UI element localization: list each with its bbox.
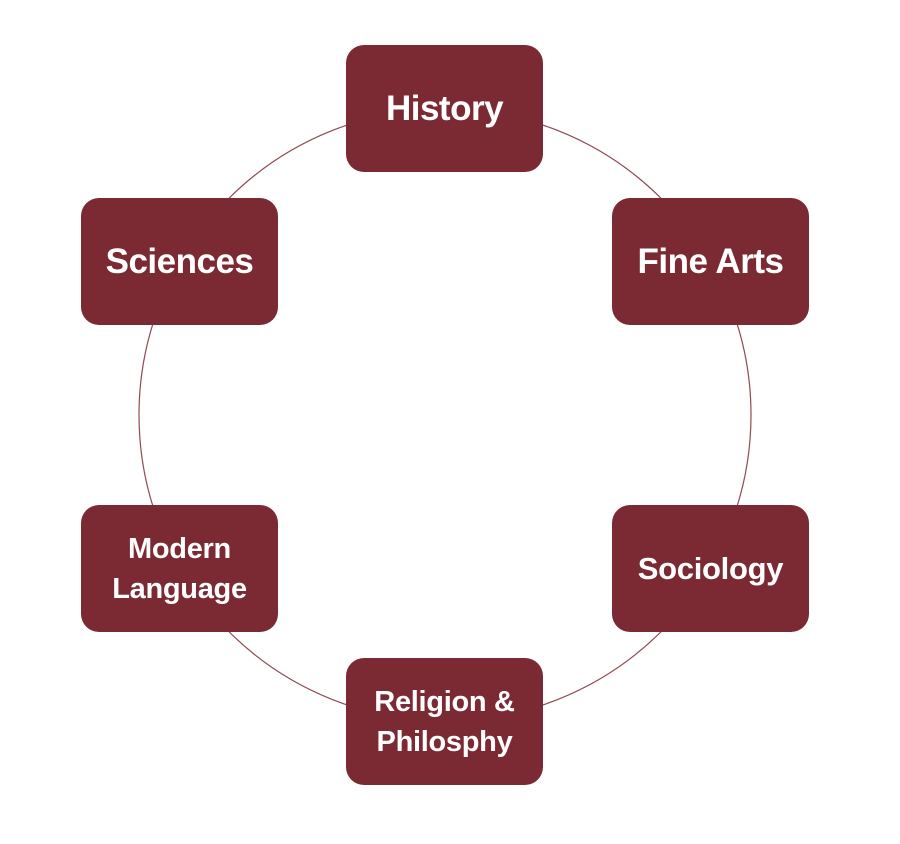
node-label: Fine Arts <box>637 241 784 281</box>
node-fine-arts: Fine Arts <box>612 198 809 325</box>
node-religion-philosophy: Religion & Philosphy <box>346 658 543 785</box>
node-label-line-2: Language <box>112 572 247 605</box>
node-label: Sociology <box>637 550 784 586</box>
node-label-line-1: Religion & <box>374 685 515 718</box>
node-modern-language: Modern Language <box>81 505 278 632</box>
node-label-line-1: Modern <box>128 532 231 565</box>
node-label: Sciences <box>105 241 254 281</box>
node-label-line-2: Philosphy <box>376 725 513 758</box>
node-history: History <box>346 45 543 172</box>
node-sciences: Sciences <box>81 198 278 325</box>
node-label: History <box>385 88 504 128</box>
node-sociology: Sociology <box>612 505 809 632</box>
